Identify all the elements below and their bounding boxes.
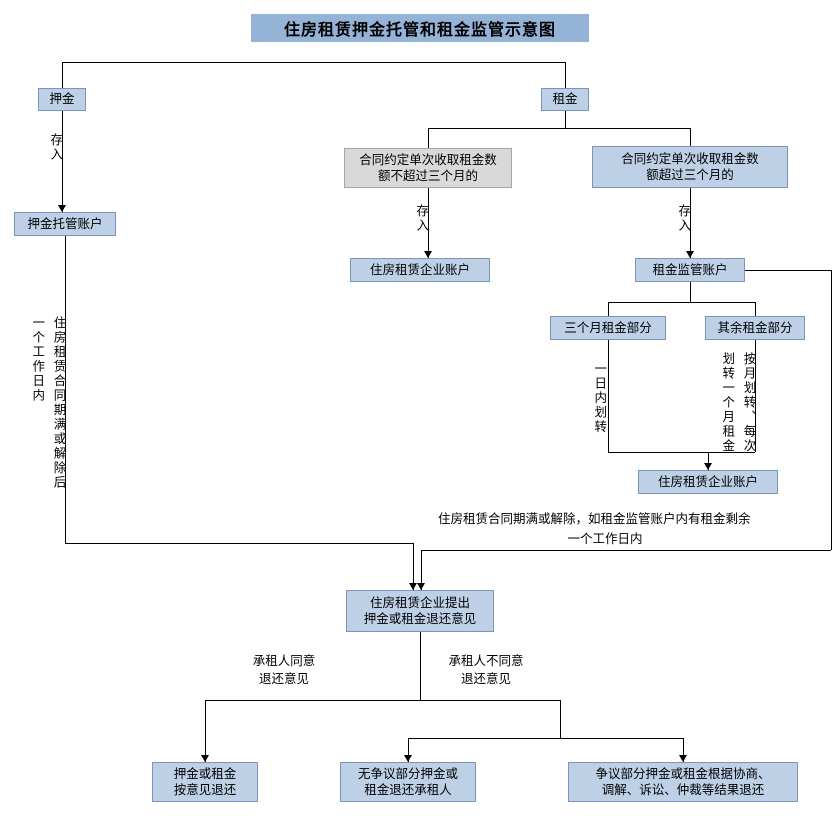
connector-top-split [62,62,565,63]
arrowhead [679,755,687,762]
node-undisputed-refund: 无争议部分押金或 租金退还承租人 [340,762,476,802]
connector-over3m-down [690,188,691,258]
connector-into-enterprise2 [708,452,709,470]
label-tenant-disagree: 承租人不同意 退还意见 [448,654,524,687]
connector-to-within3m [428,128,429,148]
connector-custody-return [65,236,66,543]
connector-transfer-merge [608,452,755,453]
node-enterprise-account-2: 住房租赁企业账户 [638,470,778,494]
connector-rent-top [565,62,566,88]
node-deposit-custody-account: 押金托管账户 [14,212,116,236]
arrowhead [58,205,66,212]
connector-to-agreed-refund [205,700,206,762]
node-remaining-rent: 其余租金部分 [705,316,805,340]
connector-deposit-top [62,62,63,88]
connector-rent-down [565,111,566,128]
connector-to-disputed [683,738,684,762]
arrowhead [409,583,417,590]
label-transfer-monthly: 按月划转、每次 划转一个月租金 [720,352,756,454]
label-deposit-in-left: 存入 [48,133,63,162]
connector-3mrent-down [608,340,609,452]
node-refund-as-agreed: 押金或租金 按意见退还 [152,762,258,802]
connector-supervision-return-h2 [421,550,831,551]
arrowhead [404,755,412,762]
connector-supervision-into-proposal [421,550,422,590]
connector-otherrent-down [755,340,756,452]
label-deposit-in-mid: 存入 [414,204,429,233]
label-contract-end-remaining: 住房租赁合同期满或解除，如租金监管账户内有租金剩余 [438,512,751,526]
node-enterprise-account-1: 住房租赁企业账户 [350,258,490,282]
connector-outcome-split [205,700,560,701]
node-rent-supervision-account: 租金监管账户 [635,258,745,282]
arrowhead [704,463,712,470]
node-rent-within-3m: 合同约定单次收取租金数 额不超过三个月的 [344,148,512,188]
connector-within3m-down [428,188,429,258]
arrowhead [201,755,209,762]
label-tenant-agree: 承租人同意 退还意见 [252,654,316,687]
connector-custody-return-h [65,543,413,544]
node-refund-proposal: 住房租赁企业提出 押金或租金退还意见 [346,590,494,632]
label-one-workday: 一个工作日内 [567,532,643,546]
arrowhead [424,251,432,258]
diagram-title: 住房租赁押金托管和租金监管示意图 [251,14,589,42]
node-rent: 租金 [541,88,589,111]
connector-proposal-down [420,632,421,700]
connector-supervision-down [690,282,691,302]
connector-to-otherrent [755,302,756,316]
connector-disagree-down [560,700,561,738]
node-rent-over-3m: 合同约定单次收取租金数 额超过三个月的 [592,146,788,188]
connector-supervision-return-v [831,270,832,550]
connector-custody-into-proposal [413,543,414,590]
connector-rent-split [428,128,690,129]
label-transfer-one-day: 一日内划转 [592,362,607,435]
connector-deposit-to-custody [62,111,63,212]
node-deposit: 押金 [38,88,86,111]
connector-to-undisputed [408,738,409,762]
node-disputed-refund: 争议部分押金或租金根据协商、 调解、诉讼、仲裁等结果退还 [568,762,798,802]
connector-to-over3m [690,128,691,146]
connector-disagree-split [408,738,683,739]
arrowhead [417,583,425,590]
label-contract-end-left: 住房租赁合同期满或解除后 一个工作日内 [30,316,66,490]
label-deposit-in-right: 存入 [676,204,691,233]
connector-supervision-return-h1 [745,270,831,271]
node-three-month-rent: 三个月租金部分 [550,316,666,340]
arrowhead [686,251,694,258]
connector-to-3mrent [608,302,609,316]
connector-supervision-split [608,302,755,303]
